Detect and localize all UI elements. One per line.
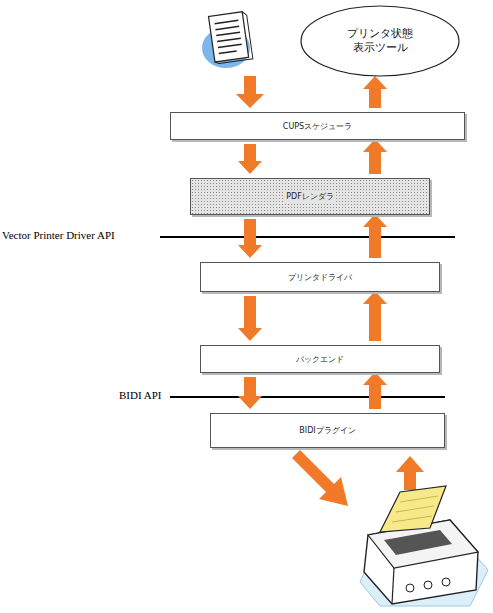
- flow-arrow: [236, 76, 264, 108]
- flow-arrow: [363, 214, 387, 258]
- node-label: CUPSスケジューラ: [281, 121, 354, 132]
- process-box: PDFレンダラ: [190, 178, 430, 215]
- flow-arrow: [363, 291, 387, 341]
- process-box: BIDIプラグイン: [210, 413, 445, 448]
- flow-arrow: [238, 296, 262, 341]
- status-tool-ellipse: プリンタ状態 表示ツール: [300, 5, 460, 77]
- node-label: プリンタドライバ: [286, 272, 354, 283]
- node-label: PDFレンダラ: [284, 191, 336, 202]
- flow-arrow: [396, 456, 424, 490]
- printer-icon: [360, 486, 488, 606]
- api-label: BIDI API: [118, 389, 162, 401]
- document-icon: [202, 11, 253, 68]
- node-label: プリンタ状態 表示ツール: [342, 27, 418, 55]
- process-box: バックエンド: [200, 345, 440, 373]
- flow-arrow: [238, 144, 262, 174]
- flow-arrow: [363, 372, 387, 409]
- api-line: [160, 236, 455, 238]
- flow-arrow: [238, 377, 262, 409]
- flow-arrow: [363, 139, 387, 174]
- node-label: バックエンド: [294, 354, 346, 365]
- flow-arrow: [363, 76, 387, 108]
- api-line: [170, 396, 445, 398]
- node-label: BIDIプラグイン: [297, 425, 357, 436]
- flow-arrow: [292, 450, 348, 506]
- process-box: CUPSスケジューラ: [170, 112, 465, 140]
- api-label: Vector Printer Driver API: [1, 229, 116, 241]
- process-box: プリンタドライバ: [200, 262, 440, 292]
- flow-arrow: [238, 219, 262, 258]
